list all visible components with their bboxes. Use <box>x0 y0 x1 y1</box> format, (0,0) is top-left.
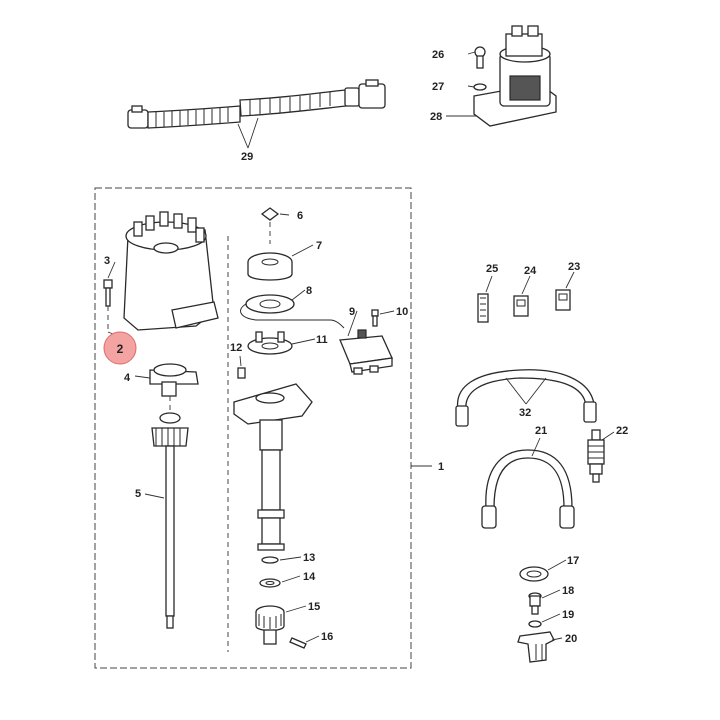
pickup-coil-part <box>240 294 345 329</box>
thrust-washer-part <box>259 578 281 588</box>
callout-9: 9 <box>349 306 355 318</box>
callout-14: 14 <box>303 571 316 583</box>
callout-26: 26 <box>432 49 444 61</box>
ignition-coil-part <box>473 25 557 127</box>
callout-19: 19 <box>562 609 574 621</box>
terminal-23-part <box>555 289 571 311</box>
gear-pin-part <box>289 637 307 649</box>
highlight-marker[interactable]: 2 <box>103 331 137 365</box>
rotor-part <box>149 363 199 397</box>
dust-cap-part <box>260 207 280 221</box>
module-screw-part <box>371 309 379 327</box>
callout-10: 10 <box>396 306 408 318</box>
wire-harness-part <box>127 79 386 149</box>
callout-22: 22 <box>616 425 628 437</box>
callout-11: 11 <box>316 334 328 346</box>
callout-27: 27 <box>432 81 444 93</box>
shaft-part <box>151 396 189 629</box>
callout-20: 20 <box>565 633 577 645</box>
spark-plug-part <box>587 429 605 483</box>
terminal-24-part <box>513 295 529 317</box>
callout-2: 2 <box>117 342 124 356</box>
callout-6: 6 <box>297 210 303 222</box>
callout-3: 3 <box>104 255 110 267</box>
callout-1: 1 <box>438 461 444 473</box>
bracket-20-part <box>517 631 555 663</box>
callout-23: 23 <box>568 261 580 273</box>
pole-piece-part <box>247 252 293 281</box>
callout-12: 12 <box>230 342 242 354</box>
callout-29: 29 <box>241 151 253 163</box>
callout-15: 15 <box>308 601 320 613</box>
distributor-cap-part <box>123 211 219 331</box>
callout-13: 13 <box>303 552 315 564</box>
assembly-frame <box>94 187 412 669</box>
washer-19-part <box>528 620 542 628</box>
coil-wire-part <box>455 369 597 427</box>
callout-4: 4 <box>124 372 131 384</box>
bolt-18-part <box>528 592 542 615</box>
plug-washer-part <box>519 566 549 582</box>
callout-28: 28 <box>430 111 442 123</box>
spark-plug-wire-part <box>481 449 575 529</box>
drive-gear-part <box>255 605 285 645</box>
callout-8: 8 <box>306 285 312 297</box>
ignition-module-part <box>339 329 393 375</box>
callout-24: 24 <box>524 265 537 277</box>
callout-5: 5 <box>135 488 141 500</box>
roll-pin-part <box>237 367 246 379</box>
callout-7: 7 <box>316 240 322 252</box>
callout-32: 32 <box>519 407 531 419</box>
callout-18: 18 <box>562 585 574 597</box>
cap-screw-part <box>103 279 113 330</box>
callout-25: 25 <box>486 263 498 275</box>
callout-17: 17 <box>567 555 579 567</box>
callout-21: 21 <box>535 425 547 437</box>
pickup-plate-part <box>247 331 293 355</box>
washer-part <box>261 556 279 564</box>
distributor-housing-part <box>233 383 313 551</box>
terminal-25-part <box>477 293 489 323</box>
callout-16: 16 <box>321 631 333 643</box>
